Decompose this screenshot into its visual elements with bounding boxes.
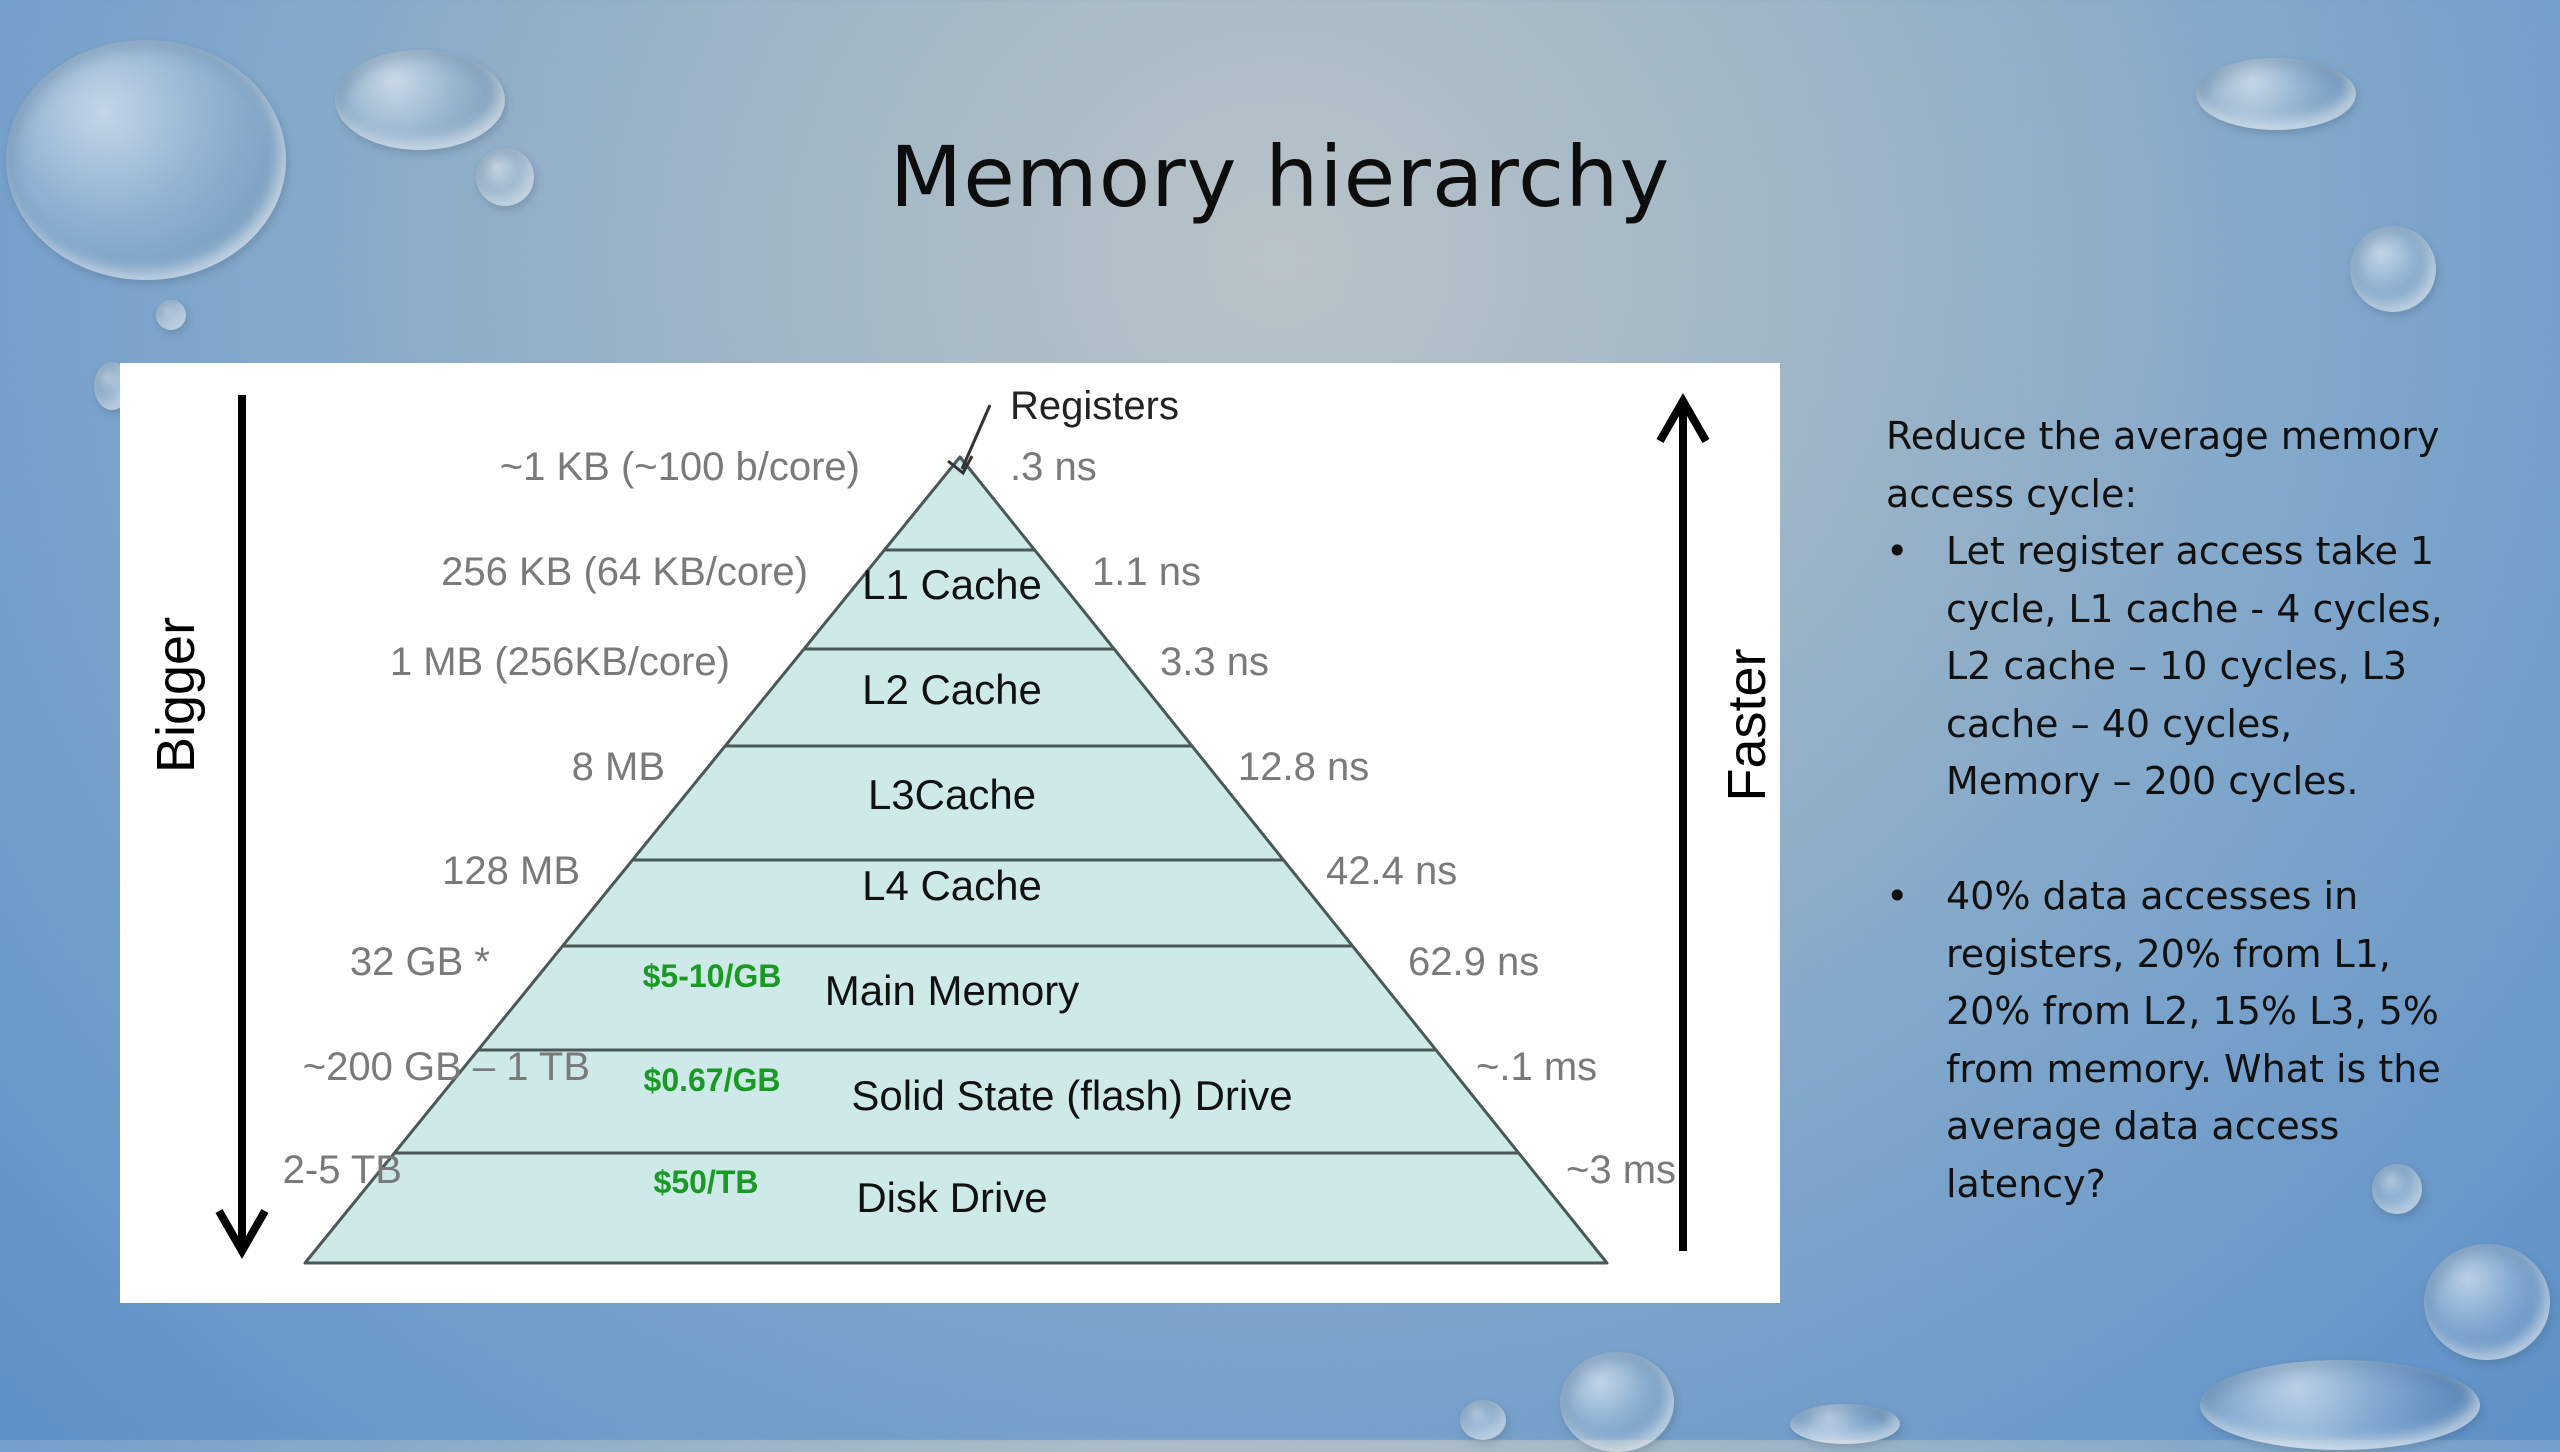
tier-price: $50/TB bbox=[654, 1164, 759, 1200]
notes-bullet: 40% data accesses in registers, 20% from… bbox=[1886, 868, 2456, 1213]
tier-name: L2 Cache bbox=[862, 666, 1042, 713]
tier-size: 128 MB bbox=[442, 849, 580, 893]
notes-bullet: Let register access take 1 cycle, L1 cac… bbox=[1886, 523, 2456, 811]
tier-size: 8 MB bbox=[572, 745, 665, 789]
tier-latency: 3.3 ns bbox=[1160, 640, 1269, 684]
tier-name: Main Memory bbox=[825, 967, 1079, 1014]
tier-size: ~1 KB (~100 b/core) bbox=[500, 445, 860, 489]
tier-size: 256 KB (64 KB/core) bbox=[441, 550, 808, 594]
tier-name: L4 Cache bbox=[862, 862, 1042, 909]
water-droplet-decoration bbox=[2200, 1360, 2480, 1450]
tier-name: Solid State (flash) Drive bbox=[851, 1072, 1292, 1119]
tier-latency: 1.1 ns bbox=[1092, 550, 1201, 594]
tier-size: 1 MB (256KB/core) bbox=[390, 640, 730, 684]
notes-bullet-list: Let register access take 1 cycle, L1 cac… bbox=[1886, 523, 2456, 1213]
tier-latency: 62.9 ns bbox=[1408, 940, 1539, 984]
tier-price: $0.67/GB bbox=[644, 1062, 781, 1098]
water-droplet-decoration bbox=[2196, 58, 2356, 130]
tier-name: Disk Drive bbox=[856, 1174, 1047, 1221]
tier-latency: ~.1 ms bbox=[1476, 1045, 1597, 1089]
tier-size: 2-5 TB bbox=[283, 1148, 402, 1192]
water-droplet-decoration bbox=[1460, 1400, 1506, 1440]
water-droplet-decoration bbox=[1790, 1404, 1900, 1444]
faster-label: Faster bbox=[1717, 648, 1777, 801]
tier-latency: ~3 ms bbox=[1566, 1148, 1676, 1192]
water-droplet-decoration bbox=[2424, 1244, 2550, 1360]
water-droplet-decoration bbox=[156, 300, 186, 330]
slide-title: Memory hierarchy bbox=[0, 128, 2560, 226]
tier-name: L1 Cache bbox=[862, 561, 1042, 608]
registers-label: Registers bbox=[1010, 384, 1179, 428]
water-droplet-decoration bbox=[2350, 226, 2436, 312]
tier-size: 32 GB * bbox=[350, 940, 490, 984]
water-droplet-decoration bbox=[1560, 1352, 1674, 1452]
pyramid-svg: Registers ~1 KB (~100 b/core) .3 ns L1 Cach… bbox=[120, 363, 1780, 1303]
tier-name: L3Cache bbox=[868, 771, 1036, 818]
tier-latency: 42.4 ns bbox=[1326, 849, 1457, 893]
tier-latency: 12.8 ns bbox=[1238, 745, 1369, 789]
notes-intro: Reduce the average memory access cycle: bbox=[1886, 408, 2456, 523]
notes-panel: Reduce the average memory access cycle: … bbox=[1886, 408, 2456, 1213]
tier-size: ~200 GB – 1 TB bbox=[303, 1045, 590, 1089]
tier-latency: .3 ns bbox=[1010, 445, 1097, 489]
bigger-label: Bigger bbox=[146, 617, 206, 773]
memory-hierarchy-diagram: Registers ~1 KB (~100 b/core) .3 ns L1 Cach… bbox=[120, 363, 1780, 1303]
tier-price: $5-10/GB bbox=[643, 958, 782, 994]
registers-pointer bbox=[962, 405, 990, 469]
